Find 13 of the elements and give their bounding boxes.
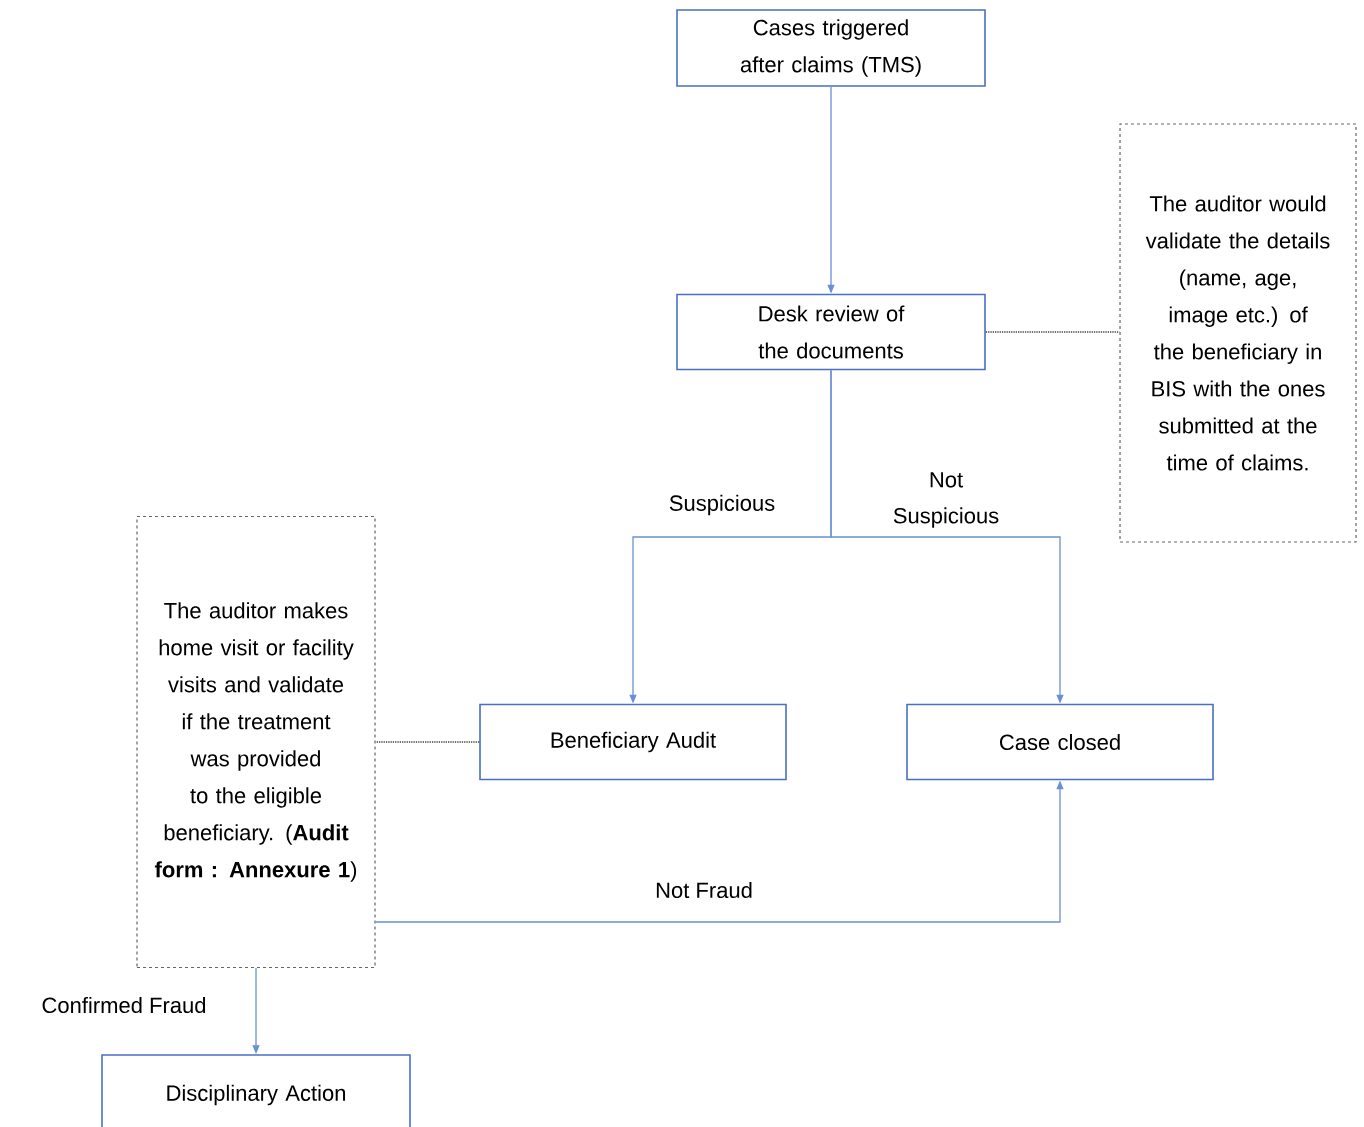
process-box: Beneficiary Audit [479, 703, 787, 781]
connector-line [374, 741, 480, 743]
edge-label: Suspicious [666, 492, 778, 518]
process-box: Desk review of the documents [676, 293, 986, 371]
connector-line [985, 331, 1121, 333]
edge-label: Not Suspicious [879, 470, 1013, 530]
note-box: The auditor makes home visit or facility visits and validate if the treatment was provided to the eligible beneficiary. (Audit form : Annexure 1) [136, 515, 376, 969]
process-box: Case closed [906, 703, 1214, 781]
note-box: The auditor would validate the details (name, age, image etc.) of the beneficiary in BIS with the ones submitted at the time of claims. [1119, 123, 1357, 543]
process-box: Cases triggered after claims (TMS) [676, 9, 986, 87]
process-box: Disciplinary Action [101, 1054, 411, 1127]
edge-label: Not Fraud [653, 879, 755, 901]
edge-label: Confirmed Fraud [39, 994, 209, 1016]
